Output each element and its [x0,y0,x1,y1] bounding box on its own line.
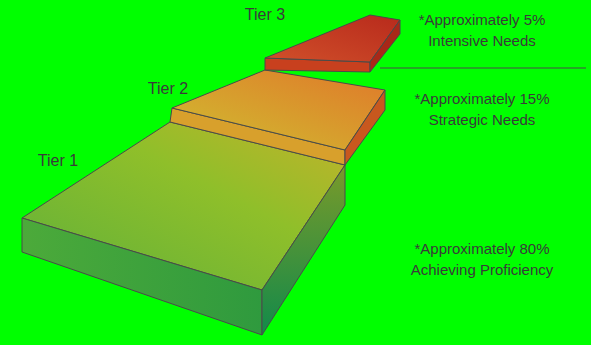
tier-band: Tier 1 *Approximately 80% Achieving Profi… [0,150,591,345]
tier1-side [262,165,345,335]
divider-line [380,67,586,68]
tier-label: Tier 1 [38,150,78,171]
tier-label: Tier 3 [245,4,285,25]
tier2-side [345,90,385,165]
tier-description: *Approximately 80% Achieving Proficiency [387,238,577,280]
tier1-front [22,218,262,335]
tier3-side [370,20,400,72]
tier-description: *Approximately 15% Strategic Needs [387,88,577,130]
tier-label: Tier 2 [148,78,188,99]
tier-description: *Approximately 5% Intensive Needs [387,9,577,51]
tier-band: Tier 3 *Approximately 5% Intensive Needs [0,0,591,70]
tier-band: Tier 2 *Approximately 15% Strategic Needs [0,70,591,150]
